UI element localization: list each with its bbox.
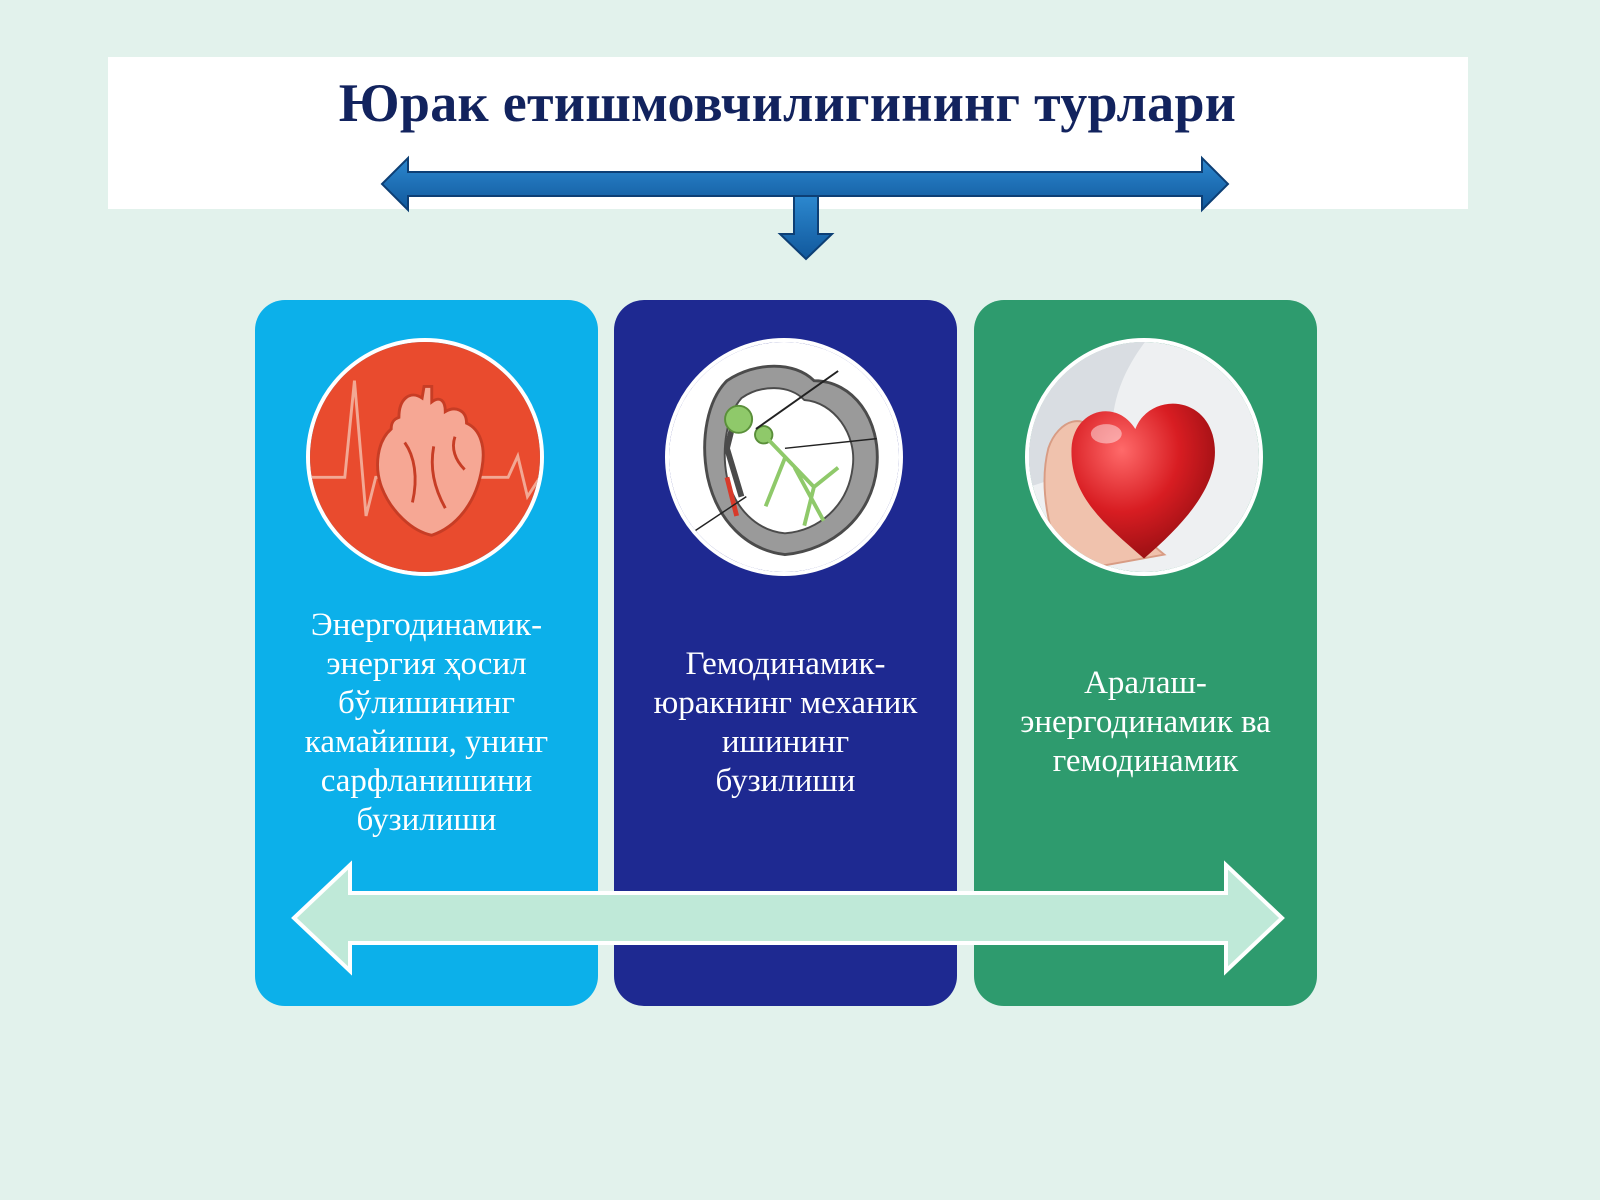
card-energetic: Энергодинамик- энергия ҳосил бўлишининг … [255, 300, 598, 1006]
horizontal-double-arrow [380, 155, 1230, 213]
card-energetic-text: Энергодинамик- энергия ҳосил бўлишининг … [304, 607, 549, 838]
card-hemodynamic-text: Гемодинамик- юракнинг механик ишининг бу… [653, 646, 918, 799]
heart-conduction-diagram-icon [665, 338, 903, 576]
heart-in-hand-icon [1025, 338, 1263, 576]
connector-arrows [380, 155, 1230, 261]
down-arrow [777, 195, 835, 261]
card-mixed-text: Аралаш- энергодинамик ва гемодинамик [1020, 665, 1271, 779]
card-mixed: Аралаш- энергодинамик ва гемодинамик [974, 300, 1317, 1006]
bottom-double-arrow-shape [291, 860, 1285, 976]
page-title: Юрак етишмовчилигининг турлари [338, 73, 1237, 133]
card-hemodynamic: Гемодинамик- юракнинг механик ишининг бу… [614, 300, 957, 1006]
heart-ecg-icon [306, 338, 544, 576]
